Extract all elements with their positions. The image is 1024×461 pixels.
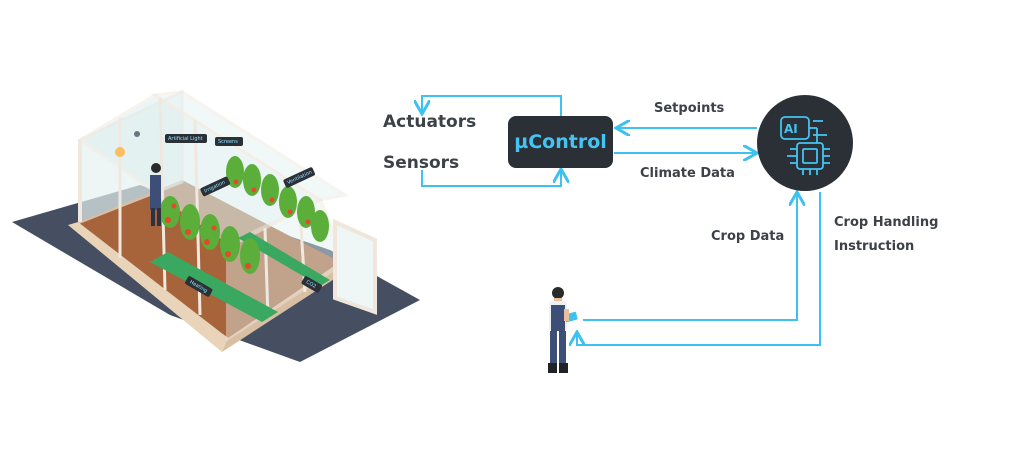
crop-handling-label-line2: Instruction [834, 239, 915, 254]
arrow-to-actuators [422, 95, 562, 116]
ai-chip-icon: AI [780, 116, 830, 175]
crop-handling-label-line1: Crop Handling [834, 215, 939, 230]
arrow-from-sensors [421, 170, 561, 187]
sensors-label: Sensors [383, 153, 460, 173]
tag-screens: Screens [218, 139, 238, 145]
crop-data-label: Crop Data [711, 229, 785, 244]
arrow-crop-data [583, 194, 797, 321]
setpoints-label: Setpoints [654, 101, 725, 116]
tag-co2: CO2 [305, 279, 317, 290]
climate-data-label: Climate Data [640, 166, 735, 181]
ai-chip-label: AI [784, 122, 798, 136]
actuators-label: Actuators [383, 112, 477, 132]
ucontrol-label: µControl [514, 131, 607, 153]
arrow-crop-handling [577, 192, 821, 346]
ucontrol-node [508, 116, 613, 168]
tag-artificial-light: Artificial Light [168, 136, 203, 142]
worker-figure [548, 287, 578, 373]
